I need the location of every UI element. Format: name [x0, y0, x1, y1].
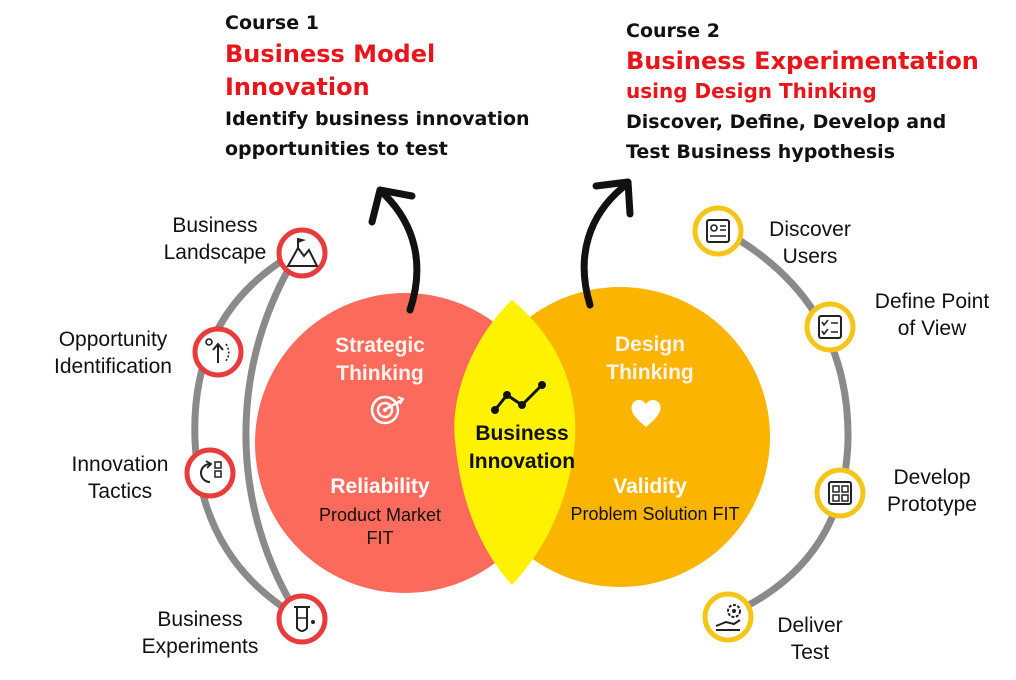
left-arc-outer	[191, 246, 302, 622]
step-define-point-of-view: Define Point of View	[857, 288, 1007, 342]
right-arc	[720, 226, 852, 616]
course-2-description: Discover, Define, Develop and Test Busin…	[626, 107, 946, 167]
target-icon	[370, 395, 405, 425]
reliability-heading: Reliability	[330, 475, 430, 498]
step-innovation-tactics-line1: Innovation	[71, 453, 169, 476]
step-business-landscape-line2: Landscape	[163, 241, 267, 264]
course-2-title: Business Experimentation using Design Th…	[626, 46, 979, 106]
course-1-desc-line1: Identify business innovation	[225, 108, 530, 130]
business-innovation-line1: Business	[475, 422, 569, 445]
step-opportunity-identification: Opportunity Identification	[38, 326, 188, 380]
step-develop-prototype-line2: Prototype	[887, 493, 977, 516]
step-opportunity-identification-line2: Identification	[54, 355, 172, 378]
course-2-title-line1: Business Experimentation	[626, 47, 979, 75]
business-innovation-label: Business Innovation	[452, 420, 592, 476]
step-business-experiments-line2: Experiments	[141, 635, 259, 658]
arrow-to-course-1	[368, 186, 421, 314]
left-arc	[242, 248, 303, 620]
problem-solution-fit: Problem Solution FIT	[570, 504, 740, 524]
step-deliver-test: Deliver Test	[735, 612, 885, 666]
course-2-desc-line1: Discover, Define, Develop and	[626, 111, 947, 133]
course-1-title: Business Model Innovation	[225, 38, 435, 104]
validity-heading: Validity	[613, 475, 687, 498]
heart-icon	[631, 399, 661, 427]
step-business-experiments: Business Experiments	[125, 606, 275, 660]
product-market-fit: Product Market FIT	[295, 504, 465, 550]
test-tube-icon	[276, 593, 328, 645]
step-business-landscape-line1: Business	[172, 214, 258, 237]
cycle-tactics-icon	[184, 447, 236, 499]
product-market-line1: Product Market	[318, 505, 442, 525]
step-develop-prototype: Develop Prototype	[857, 464, 1007, 518]
design-thinking-line2: Thinking	[606, 361, 694, 384]
course-1-label: Course 1	[225, 12, 319, 34]
step-business-experiments-line1: Business	[157, 608, 243, 631]
step-opportunity-identification-line1: Opportunity	[58, 328, 168, 351]
step-business-landscape: Business Landscape	[140, 212, 290, 266]
design-thinking-heading: Design Thinking	[580, 331, 720, 387]
step-discover-users: Discover Users	[735, 216, 885, 270]
course-1-title-line1: Business Model	[225, 40, 436, 68]
course-1-title-line2: Innovation	[225, 73, 370, 101]
path-arrow-icon	[192, 326, 244, 378]
step-define-point-of-view-line1: Define Point	[874, 290, 990, 313]
gear-hand-icon	[702, 591, 754, 643]
course-2-desc-line2: Test Business hypothesis	[626, 141, 895, 163]
strategic-thinking-line1: Strategic	[335, 334, 425, 357]
step-define-point-of-view-line2: of View	[897, 317, 967, 340]
step-discover-users-line2: Users	[782, 245, 838, 268]
course-2-title-line2: using Design Thinking	[626, 79, 877, 103]
mountain-flag-icon	[276, 227, 328, 279]
step-deliver-test-line1: Deliver	[777, 614, 843, 637]
step-innovation-tactics-line2: Tactics	[87, 480, 153, 503]
course-2-label: Course 2	[626, 20, 720, 42]
layout-grid-icon	[814, 467, 866, 519]
checklist-icon	[804, 301, 856, 353]
business-innovation-line2: Innovation	[468, 450, 576, 473]
strategic-thinking-heading: Strategic Thinking	[310, 332, 450, 388]
step-discover-users-line1: Discover	[769, 218, 851, 241]
step-deliver-test-line2: Test	[790, 641, 830, 664]
design-thinking-line1: Design	[614, 333, 685, 356]
step-develop-prototype-line1: Develop	[893, 466, 971, 489]
course-1-description: Identify business innovation opportuniti…	[225, 104, 530, 164]
step-innovation-tactics: Innovation Tactics	[45, 451, 195, 505]
arrow-to-course-2	[580, 178, 634, 309]
intersection-lens	[454, 300, 576, 585]
product-market-line2: FIT	[366, 528, 394, 548]
user-profile-icon	[692, 205, 744, 257]
trend-line-icon	[491, 381, 546, 414]
course-1-desc-line2: opportunities to test	[225, 138, 448, 160]
strategic-thinking-line2: Thinking	[336, 362, 424, 385]
